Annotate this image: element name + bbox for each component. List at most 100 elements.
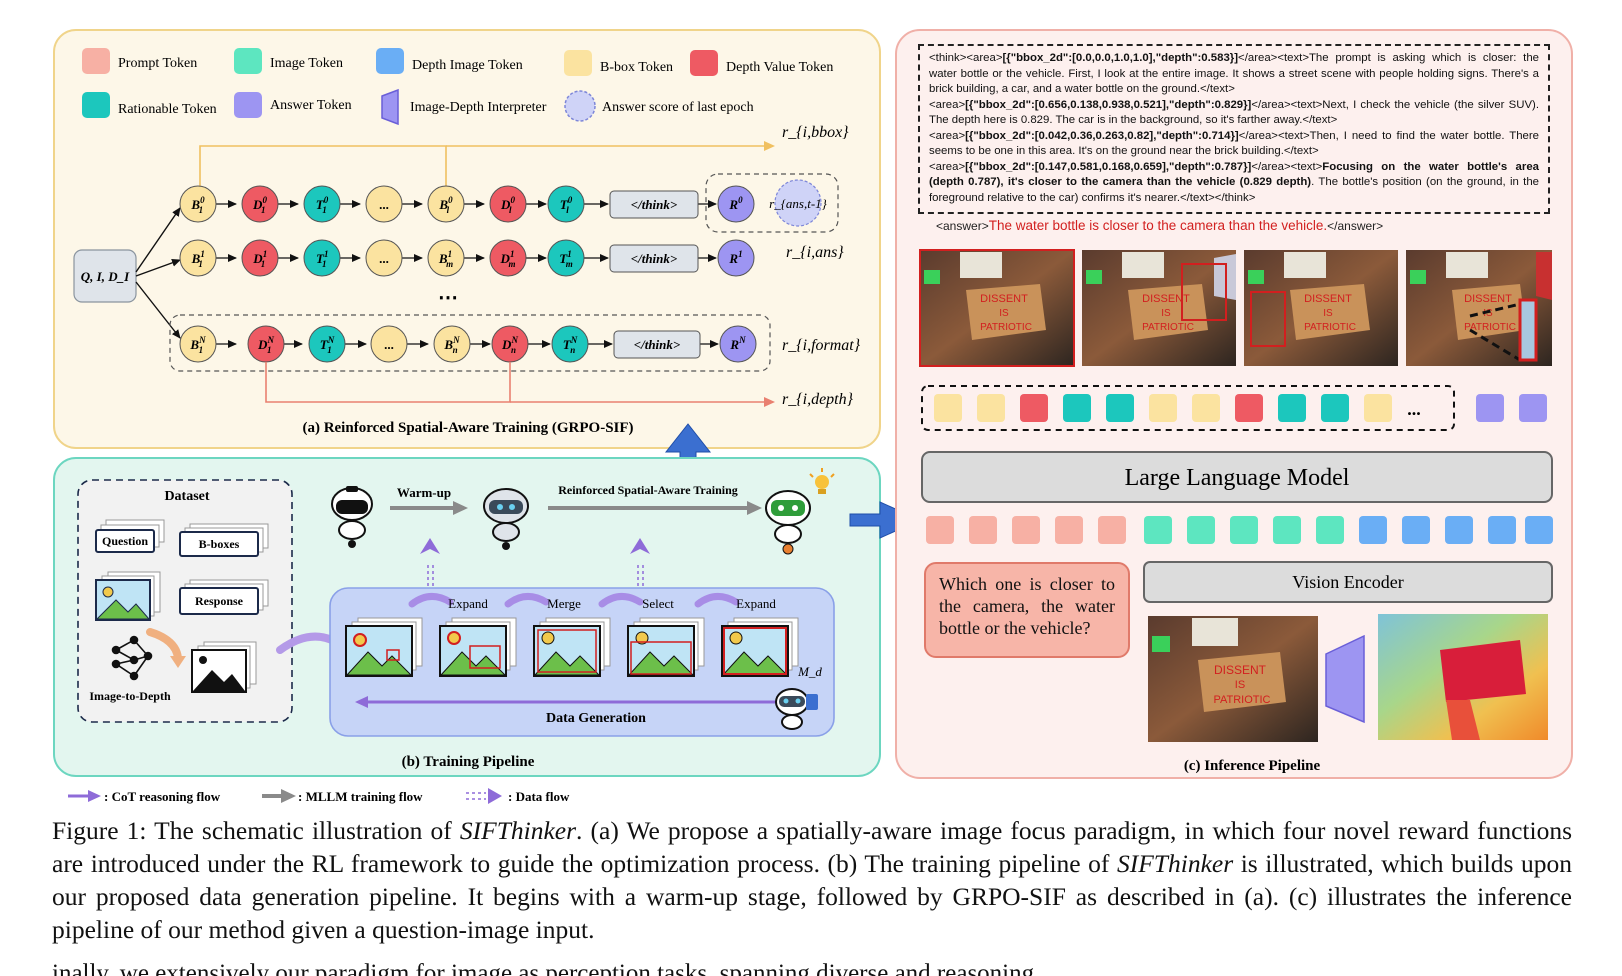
svg-text:PATRIOTIC: PATRIOTIC [1464, 322, 1516, 333]
panel-a-title: (a) Reinforced Spatial-Aware Training (G… [302, 420, 633, 436]
image-depth-interpreter [1325, 634, 1365, 724]
lightbulb-icon [809, 468, 835, 494]
panel-b-title: (b) Training Pipeline [402, 754, 535, 770]
output-token-row [921, 385, 1455, 431]
panel-c-title: (c) Inference Pipeline [1184, 758, 1321, 774]
svg-text:DISSENT: DISSENT [1142, 293, 1190, 305]
node-b1-0 [179, 185, 217, 223]
reward-format-label: r_{i,format} [782, 337, 861, 354]
out-token-11 [1364, 394, 1392, 422]
md-label: M_d [797, 664, 822, 679]
trace-bbox-3: [{"bbox_2d":[0.042,0.36,0.263,0.82],"dep… [965, 129, 1239, 142]
step-label-4: Expand [736, 596, 776, 611]
caption-part-2: is illustrated, which builds upon our pr… [52, 849, 1572, 944]
legend-rationable-label: Rationable Token [118, 102, 217, 117]
node-bl-0 [427, 185, 465, 223]
node-tn-n [551, 325, 589, 363]
caption-method-name: SIFThinker [459, 816, 577, 845]
answer-token-2 [1519, 394, 1547, 422]
in-token-9 [1273, 516, 1301, 544]
data-flow-up-arrow-2 [630, 538, 650, 586]
svg-text:PATRIOTIC: PATRIOTIC [1142, 322, 1194, 333]
question-doc-icon [95, 529, 155, 553]
in-token-4 [1055, 516, 1083, 544]
network-icon [111, 635, 153, 681]
legend-depth-image-swatch [376, 48, 404, 74]
svg-text:IS: IS [1483, 308, 1493, 319]
response-doc-icon [179, 587, 259, 615]
rsat-label: Reinforced Spatial-Aware Training [558, 483, 738, 497]
photo-focus-2: DISSENT IS PATRIOTIC [1082, 250, 1236, 366]
trace-tag: <area> [929, 160, 966, 173]
depth-image-icon [191, 649, 247, 693]
in-token-2 [969, 516, 997, 544]
in-token-3 [1012, 516, 1040, 544]
in-token-11 [1359, 516, 1387, 544]
reward-group-0 [705, 173, 839, 233]
to-depth-arrow [146, 628, 182, 662]
node-r-1 [717, 239, 755, 277]
branch-arrow-n [135, 281, 181, 339]
node-ellipsis-0 [365, 185, 403, 223]
vision-encoder-label: Vision Encoder [1292, 572, 1403, 592]
in-token-12 [1402, 516, 1430, 544]
answer-score-prev-node [774, 179, 822, 227]
reward-ans-prev-label: r_{ans,t-1} [769, 196, 828, 211]
trace-text-4: . The bottle's position (on the ground, … [929, 176, 1540, 204]
large-language-model-box [921, 451, 1553, 503]
trace-tag: <area> [929, 129, 966, 142]
node-tl-0 [547, 185, 585, 223]
think-box-0 [609, 190, 699, 219]
svg-text:IS: IS [1161, 308, 1171, 319]
legend-answer-swatch [234, 92, 262, 118]
in-token-13 [1445, 516, 1473, 544]
cot-flow-legend-label: : CoT reasoning flow [104, 789, 221, 804]
robot-trained-icon [765, 490, 811, 555]
svg-text:IS: IS [1323, 308, 1333, 319]
think-label-n: </think> [634, 337, 681, 352]
node-ellipsis-0-label: ... [379, 197, 389, 212]
out-token-7 [1192, 394, 1220, 422]
caption-label: Figure 1: The schematic illustration of [52, 816, 460, 845]
in-token-7 [1187, 516, 1215, 544]
out-token-4 [1063, 394, 1091, 422]
caption-part-1: . (a) We propose a spatially-aware image… [52, 816, 1572, 878]
trace-tag: </area><text> [1251, 160, 1323, 173]
legend-depth-value-label: Depth Value Token [726, 60, 833, 75]
answer-close-tag: </answer> [1327, 219, 1384, 233]
out-token-5 [1106, 394, 1134, 422]
in-token-8 [1230, 516, 1258, 544]
node-d1-1 [241, 239, 279, 277]
panel-a-background [53, 29, 881, 449]
figure-caption: Figure 1: The schematic illustration of … [52, 814, 1572, 946]
bboxes-doc-icon [179, 531, 259, 557]
response-label: Response [195, 594, 244, 608]
svg-text:IS: IS [1235, 679, 1245, 691]
trace-tag: <think><area> [929, 52, 1003, 64]
branch-arrow-1 [135, 258, 181, 277]
trace-tag: <area> [929, 98, 966, 111]
svg-text:DISSENT: DISSENT [1304, 293, 1352, 305]
answer-open-tag: <answer> [936, 219, 989, 233]
svg-text:IS: IS [999, 308, 1009, 319]
answer-text: The water bottle is closer to the camera… [988, 218, 1328, 233]
legend-depth-image-label: Depth Image Token [412, 58, 523, 73]
step-image-5 [721, 617, 799, 677]
question-text: Which one is closer to the camera, the w… [939, 574, 1115, 638]
svg-text:DISSENT: DISSENT [1464, 293, 1512, 305]
answer-token-1 [1476, 394, 1504, 422]
legend-bbox-swatch [564, 50, 592, 76]
node-t1-n [308, 325, 346, 363]
trace-bbox-1: [{"bbox_2d":[0.0,0.0,1.0,1.0],"depth":0.… [1002, 52, 1239, 64]
legend-bbox-label: B-box Token [600, 60, 673, 75]
in-token-1 [926, 516, 954, 544]
reward-ans-label: r_{i,ans} [786, 244, 844, 261]
